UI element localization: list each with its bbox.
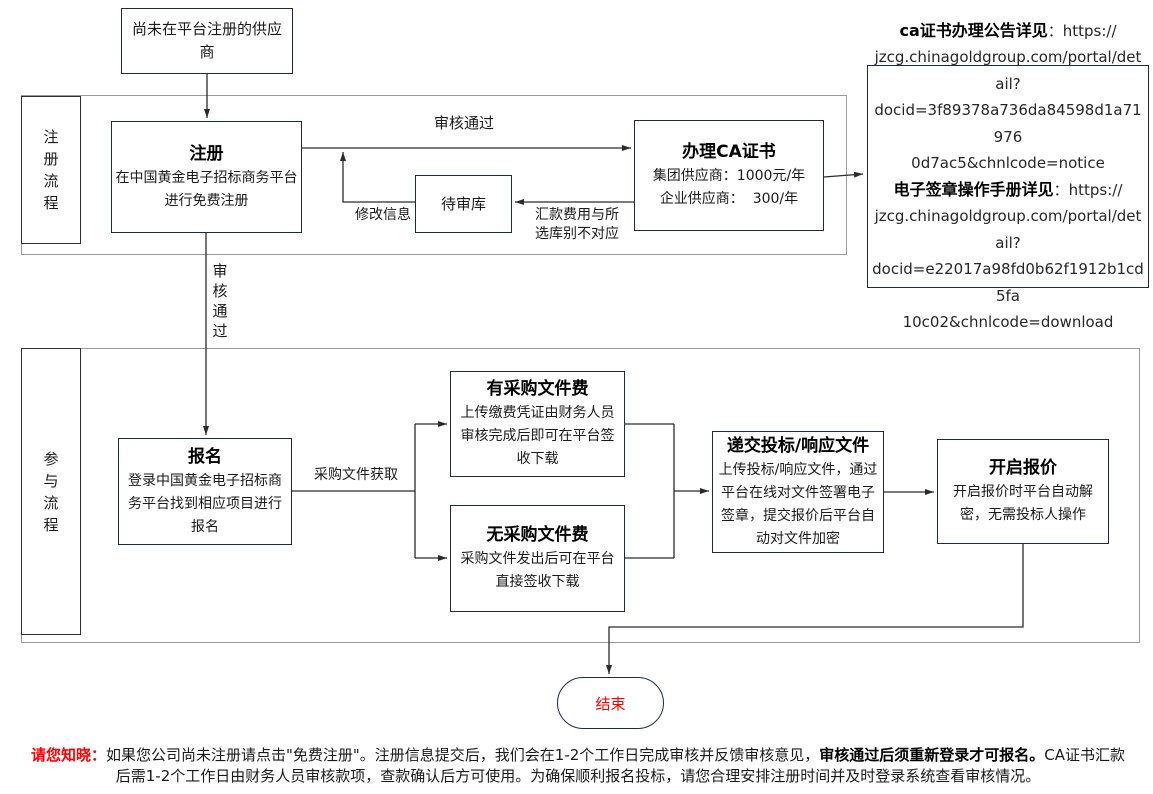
edge-label-modify: 修改信息 [355, 207, 411, 223]
ca-box-title: 办理CA证书 [682, 142, 776, 162]
nofee-box-title: 无采购文件费 [486, 525, 589, 545]
ca-notice-lead: ：https:// [1047, 21, 1117, 40]
esign-manual-line: 电子签章操作手册详见：https:// [894, 177, 1123, 204]
start-box-text: 尚未在平台注册的供应商 [131, 20, 282, 61]
esign-manual-title: 电子签章操作手册详见 [893, 179, 1054, 199]
ca-box-body: 集团供应商：1000元/年 企业供应商： 300/年 [652, 168, 806, 207]
nofee-box-body: 采购文件发出后可在平台 直接签收下载 [460, 551, 615, 590]
open-bid-box-body: 开启报价时平台自动解 密，无需投标人操作 [953, 484, 1093, 523]
ca-notice-title: ca证书办理公告详见 [899, 20, 1048, 40]
end-node: 结束 [557, 677, 664, 729]
ca-info-box: ca证书办理公告详见：https:// jzcg.chinagoldgroup.… [867, 21, 1149, 331]
signup-box-title: 报名 [188, 446, 222, 467]
register-section-label-box: 注 册 流 程 [21, 96, 81, 244]
signup-box: 报名 登录中国黄金电子招标商 务平台找到相应项目进行 报名 [118, 438, 292, 545]
fee-box-body: 上传缴费凭证由财务人员 审核完成后即可在平台签 收下载 [460, 405, 615, 467]
start-box: 尚未在平台注册的供应商 [121, 8, 293, 74]
submit-box: 递交投标/响应文件 上传投标/响应文件，通过 平台在线对文件签署电子 签章，提交… [712, 431, 884, 553]
ca-box: 办理CA证书 集团供应商：1000元/年 企业供应商： 300/年 [634, 120, 824, 231]
register-box-body: 在中国黄金电子招标商务平台 进行免费注册 [115, 169, 298, 209]
edge-label-remit-mismatch: 汇款费用与所 选库别不对应 [535, 207, 619, 242]
esign-manual-url: jzcg.chinagoldgroup.com/portal/detail? d… [872, 207, 1144, 331]
end-node-label: 结束 [595, 694, 626, 713]
submit-box-title: 递交投标/响应文件 [726, 435, 870, 456]
register-box-title: 注册 [189, 143, 224, 164]
bottom-notice: 请您知晓：如果您公司尚未注册请点击"免费注册"。注册信息提交后，我们会在1-2个… [28, 745, 1128, 786]
edge-label-approved-vertical: 审 核 通 过 [212, 262, 228, 340]
edge-label-doc-fetch: 采购文件获取 [314, 467, 398, 483]
fee-box: 有采购文件费 上传缴费凭证由财务人员 审核完成后即可在平台签 收下载 [450, 371, 625, 477]
open-bid-box: 开启报价 开启报价时平台自动解 密，无需投标人操作 [937, 439, 1109, 544]
pending-box-title: 待审库 [440, 194, 486, 213]
notice-prefix: 请您知晓： [30, 746, 106, 764]
ca-notice-url: jzcg.chinagoldgroup.com/portal/detail? d… [874, 48, 1142, 172]
esign-manual-lead: ：https:// [1053, 180, 1123, 199]
pending-box: 待审库 [415, 175, 512, 233]
nofee-box: 无采购文件费 采购文件发出后可在平台 直接签收下载 [450, 505, 625, 612]
notice-part2: CA证书汇款后需1-2个工作日由财务人员审核款项，查款确认后方可使用。为确保顺利… [115, 746, 1126, 785]
register-box: 注册 在中国黄金电子招标商务平台 进行免费注册 [111, 121, 302, 233]
fee-box-title: 有采购文件费 [486, 379, 589, 399]
ca-notice-line: ca证书办理公告详见：https:// [899, 18, 1116, 45]
signup-box-body: 登录中国黄金电子招标商 务平台找到相应项目进行 报名 [128, 472, 282, 535]
register-section-label: 注 册 流 程 [43, 128, 59, 212]
edge-label-approved-top: 审核通过 [433, 114, 494, 132]
participate-section-label: 参 与 流 程 [43, 449, 59, 534]
notice-bold: 审核通过后须重新登录才可报名。 [819, 746, 1045, 764]
submit-box-body: 上传投标/响应文件，通过 平台在线对文件签署电子 签章，提交报价后平台自 动对文… [718, 461, 878, 547]
open-bid-box-title: 开启报价 [989, 458, 1057, 478]
participate-section-label-box: 参 与 流 程 [21, 348, 81, 635]
notice-part1: 如果您公司尚未注册请点击"免费注册"。注册信息提交后，我们会在1-2个工作日完成… [105, 746, 820, 764]
